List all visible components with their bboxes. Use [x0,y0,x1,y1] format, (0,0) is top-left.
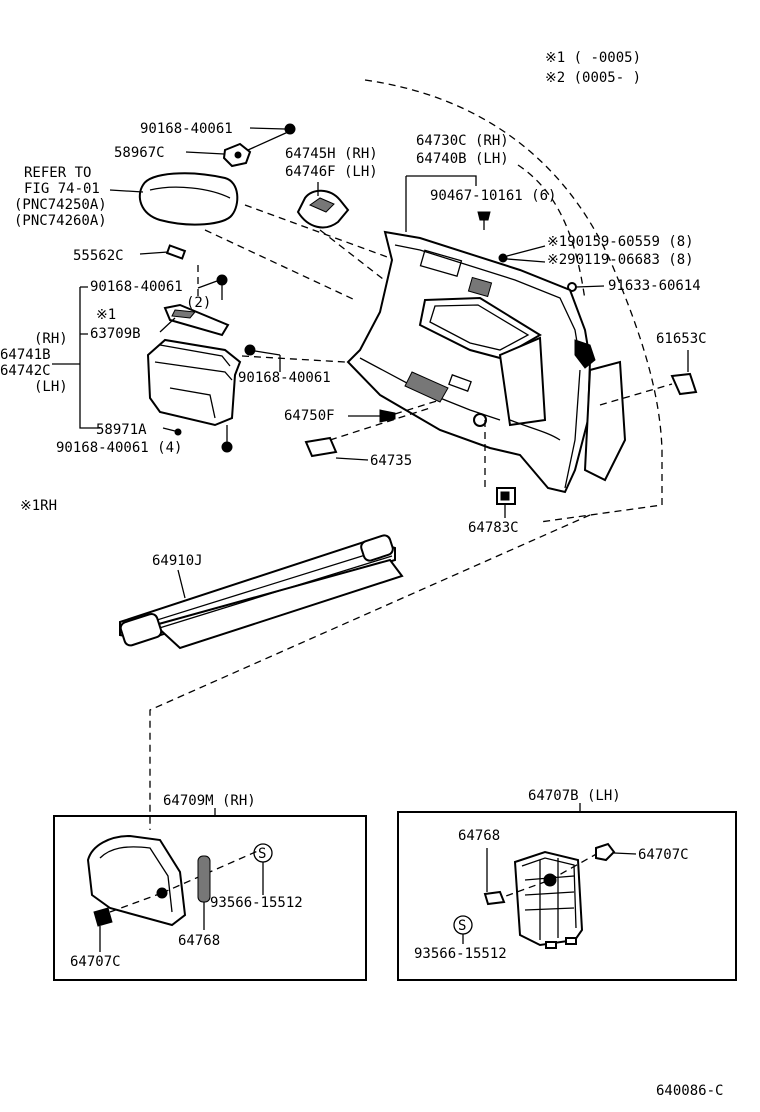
trim-panel-64730C [346,230,596,494]
end-cap-64709M [86,834,261,927]
label-90467: 90467-10161 (6) [430,188,556,204]
label-90159: ※190159-60559 (8) [547,234,694,250]
label-90168-3: 90168-40061 [238,370,331,386]
figure-code: 640086-C [656,1083,723,1099]
label-refer-2: FIG 74-01 [24,181,100,197]
plate-63709B [159,303,230,337]
label-64750F: 64750F [284,408,335,424]
clip-58967C [185,131,289,168]
label-64707C-lh: 64707C [638,847,689,863]
label-90168-2: 90168-40061 [90,279,183,295]
label-64742C: 64742C [0,363,51,379]
label-93566-lh: 93566-15512 [414,946,507,962]
label-star1: ※1 [96,307,116,323]
s-mark-lh-text: S [458,918,466,934]
cover-64735 [304,436,369,461]
clip-61653C [670,350,698,396]
box-64709M [53,815,367,981]
note-rh: ※1RH [20,498,57,514]
clip-64783C [496,487,516,518]
label-rh: (RH) [34,331,68,347]
screw-90168-4 [221,425,233,453]
label-64707C-rh: 64707C [70,954,121,970]
label-93566-rh: 93566-15512 [210,895,303,911]
label-64741B: 64741B [0,347,51,363]
label-58967C: 58967C [114,145,165,161]
label-64745H: 64745H (RH) [285,146,378,162]
label-90168-4: 90168-40061 (4) [56,440,182,456]
box-64741B [146,338,242,436]
label-64746F: 64746F (LH) [285,164,378,180]
clip-55562C [139,244,187,260]
label-91633: 91633-60614 [608,278,701,294]
label-90119: ※290119-06683 (8) [547,252,694,268]
tonneau-cover-64910J [119,534,404,650]
spring-64768-rh [197,855,211,930]
screw-91633 [567,282,605,292]
screw-64750F [348,409,396,423]
body-outline-curve-2 [539,450,663,523]
s-mark-rh: S [253,843,273,895]
s-mark-rh-text: S [258,846,266,862]
label-64735: 64735 [370,453,412,469]
s-mark-lh: S [453,915,473,944]
screw-90168-top [249,123,296,135]
cap-64707C-rh [93,907,113,952]
hook-64745H [296,182,350,229]
label-64709M: 64709M (RH) [163,793,256,809]
screw-90168-3 [244,344,281,372]
screw-90159 [498,245,546,263]
note-2: ※2 (0005- ) [545,70,641,86]
bracket-group-lines [79,286,100,429]
body-outline-curve [364,79,663,451]
box-64707B [397,811,737,981]
side-pillar [583,360,627,482]
spring-64768-lh [483,848,506,906]
label-64707B: 64707B (LH) [528,788,621,804]
label-64730C: 64730C (RH) [416,133,509,149]
label-refer-1: REFER TO [24,165,91,181]
note-1: ※1 ( -0005) [545,50,641,66]
cap-64707C-lh [595,842,637,862]
screw-90168-2 [197,274,228,300]
label-64768-lh: 64768 [458,828,500,844]
label-refer-3: (PNC74250A) [14,197,107,213]
armrest-cushion [109,172,239,226]
label-qty-2: (2) [186,295,211,311]
label-lh: (LH) [34,379,68,395]
label-64768-rh: 64768 [178,933,220,949]
clip-90467 [477,211,491,230]
label-64783C: 64783C [468,520,519,536]
label-61653C: 61653C [656,331,707,347]
end-cap-64707B [494,850,601,949]
label-63709B: 63709B [90,326,141,342]
label-64740B: 64740B (LH) [416,151,509,167]
label-90168-top: 90168-40061 [140,121,233,137]
label-55562C: 55562C [73,248,124,264]
label-64910J: 64910J [152,553,203,569]
label-58971A: 58971A [96,422,147,438]
label-refer-4: (PNC74260A) [14,213,107,229]
